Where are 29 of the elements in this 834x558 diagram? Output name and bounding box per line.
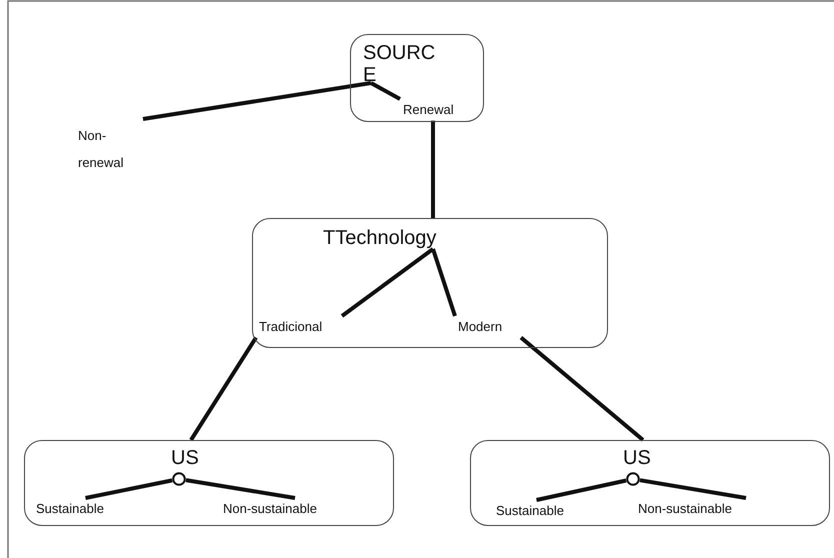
branch-label: Non- renewal xyxy=(78,122,140,177)
junction-circle xyxy=(626,472,640,486)
connector-line xyxy=(431,120,435,218)
branch-label: Non-sustainable xyxy=(638,501,758,517)
rounded-box xyxy=(350,34,484,122)
branch-label: Sustainable xyxy=(36,501,126,517)
connector-line xyxy=(142,81,372,121)
box-title: TTechnology xyxy=(323,227,438,249)
connector-line xyxy=(431,248,457,317)
branch-label: Tradicional xyxy=(259,319,339,335)
branch-label: Modern xyxy=(458,319,518,335)
connector-line xyxy=(189,336,258,442)
rounded-box xyxy=(470,440,830,526)
branch-label: Non-sustainable xyxy=(223,501,343,517)
branch-label: Renewal xyxy=(403,102,463,118)
connector-line xyxy=(520,336,644,442)
connector-line xyxy=(186,478,296,500)
rounded-box xyxy=(252,218,608,348)
connector-line xyxy=(340,247,434,318)
junction-circle xyxy=(172,472,186,486)
box-title: US xyxy=(171,447,200,469)
box-title: SOURC E xyxy=(363,42,433,86)
connector-line xyxy=(370,81,401,101)
connector-line xyxy=(640,478,746,500)
box-title: US xyxy=(623,447,652,469)
rounded-box xyxy=(24,440,394,526)
branch-label: Sustainable xyxy=(496,503,586,519)
connector-line xyxy=(536,478,627,502)
connector-line xyxy=(85,478,173,500)
